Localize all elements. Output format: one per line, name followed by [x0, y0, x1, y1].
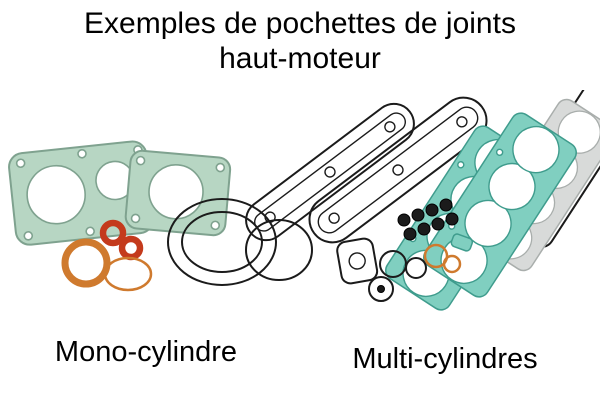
multi-valve-cover-gasket-2	[308, 96, 488, 244]
mono-head-gasket	[124, 149, 232, 237]
multi-valve-cover-gasket-1	[245, 102, 415, 242]
title-line-1: Exemples de pochettes de joints	[84, 7, 516, 40]
mono-exhaust-ring-gaskets	[167, 198, 313, 286]
page-title: Exemples de pochettes de joints haut-mot…	[0, 6, 600, 77]
mono-o-rings-orange	[61, 238, 153, 292]
caption-mono-cylindre: Mono-cylindre	[54, 336, 238, 368]
multi-valve-seal-grommets	[397, 198, 459, 241]
gasket-kits-illustration	[8, 90, 600, 311]
title-line-2: haut-moteur	[219, 42, 381, 76]
caption-multi-cylindres: Multi-cylindres	[352, 343, 538, 375]
mono-base-gasket	[8, 140, 155, 246]
multi-small-round-gaskets	[368, 243, 462, 302]
multi-small-teal-piece	[450, 233, 474, 252]
multi-small-gasket-outline	[336, 237, 379, 285]
